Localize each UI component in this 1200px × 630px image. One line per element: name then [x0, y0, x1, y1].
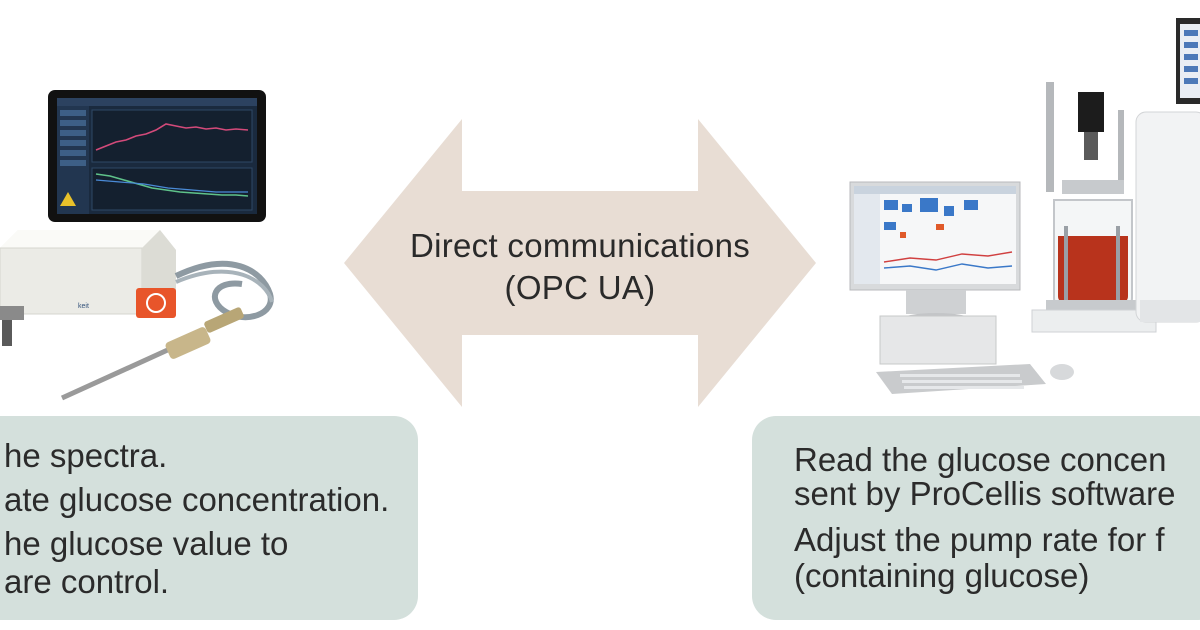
pc-monitor	[849, 181, 1021, 331]
arrow-label-line1: Direct communications	[409, 227, 751, 264]
bidirectional-arrow	[344, 119, 816, 407]
right-step-line-1: Read the glucose concen	[794, 441, 1167, 478]
tablet-display	[48, 90, 266, 222]
keyboard	[876, 364, 1046, 394]
fan-vent	[136, 288, 176, 318]
bioreactor-vessel	[1031, 82, 1157, 333]
glucose-probe	[60, 307, 244, 401]
warning-icon	[60, 192, 76, 206]
arrow-label-line2: (OPC UA)	[504, 269, 656, 306]
spectrum-trace-upper	[95, 123, 249, 151]
analyzer-logo: keit	[78, 303, 89, 310]
fiber-cable	[174, 260, 274, 321]
spectrum-trace-lower	[95, 173, 249, 197]
right-step-line-4: (containing glucose)	[794, 557, 1090, 594]
controller-display	[1176, 18, 1200, 104]
right-step-panel: Read the glucose concen sent by ProCelli…	[752, 416, 1200, 620]
left-step-line-3: he glucose value to	[4, 525, 289, 562]
arrow-shape	[344, 119, 816, 407]
left-step-panel: he spectra. ate glucose concentration. h…	[0, 416, 418, 620]
right-step-line-2: sent by ProCellis software	[794, 475, 1176, 512]
left-step-line-1: he spectra.	[4, 437, 168, 474]
arrow-label: Direct communications (OPC UA)	[340, 225, 820, 309]
culture-fluid	[1058, 236, 1128, 302]
analyzer-unit: keit	[0, 230, 176, 346]
left-step-line-2: ate glucose concentration.	[4, 481, 390, 518]
bioreactor-system-illustration	[849, 18, 1200, 394]
right-step-line-3: Adjust the pump rate for f	[794, 521, 1165, 558]
spectrometer-system-illustration: keit	[0, 90, 274, 401]
mouse	[1050, 364, 1074, 380]
bioreactor-controller	[1135, 111, 1200, 323]
pc-tower	[879, 315, 997, 365]
left-step-line-4: are control.	[4, 563, 170, 600]
